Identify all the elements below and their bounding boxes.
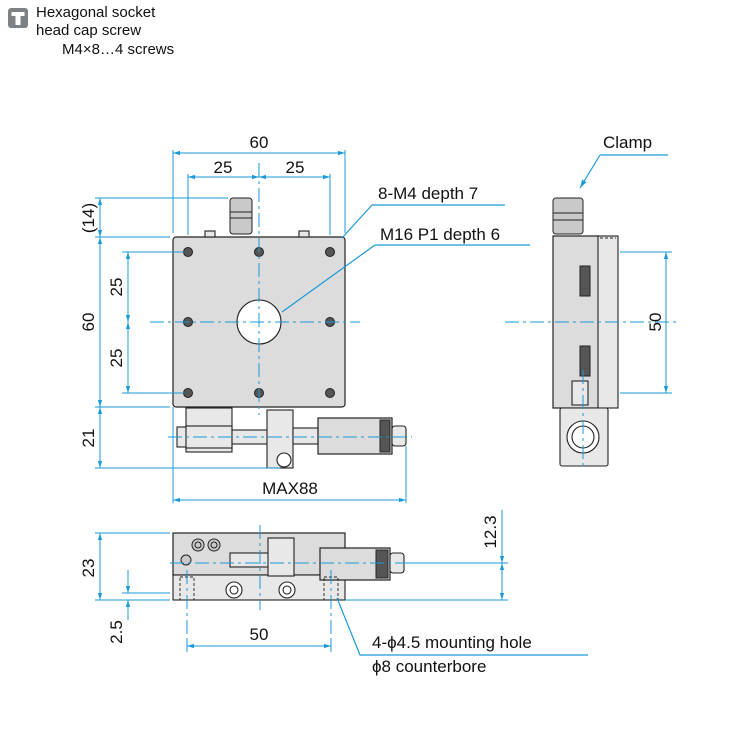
dim-knob-14: (14)	[79, 203, 98, 233]
label-center-thread: M16 P1 depth 6	[380, 225, 500, 244]
legend-line-3: M4×8…4 screws	[62, 41, 175, 58]
front-stage-base	[172, 574, 346, 601]
dim-max-88: MAX88	[262, 479, 318, 498]
leader-mounting-hole	[336, 597, 588, 656]
leader-center-thread	[281, 244, 376, 313]
side-view	[505, 197, 680, 470]
front-view	[170, 525, 500, 650]
dim-front-50: 50	[250, 625, 269, 644]
leader-clamp	[579, 154, 601, 189]
front-view-dimensions	[95, 510, 508, 652]
legend-line-2: head cap screw	[36, 22, 142, 39]
clamp-screw	[276, 452, 292, 468]
dim-side-50: 50	[646, 313, 665, 332]
dim-front-2-5: 2.5	[107, 620, 126, 644]
knob-screw	[229, 197, 253, 235]
label-tapped-holes: 8-M4 depth 7	[378, 184, 478, 203]
dim-front-12-3: 12.3	[481, 515, 500, 548]
dim-front-23: 23	[79, 559, 98, 578]
top-view	[150, 163, 412, 469]
dim-hole-upper-25: 25	[107, 278, 126, 297]
dim-hole-right-25: 25	[286, 158, 305, 177]
side-knob-screw	[552, 197, 584, 235]
dim-hole-lower-25: 25	[107, 349, 126, 368]
legend-line-1: Hexagonal socket	[36, 4, 156, 21]
label-mounting-hole: 4-ϕ4.5 mounting hole	[372, 633, 532, 652]
dim-width-60: 60	[250, 133, 269, 152]
hex-socket-screw-icon	[8, 8, 28, 28]
dim-micrometer-21: 21	[79, 429, 98, 448]
top-view-dimensions	[95, 150, 407, 503]
dim-hole-left-25: 25	[214, 158, 233, 177]
dim-height-60: 60	[79, 313, 98, 332]
label-clamp: Clamp	[603, 133, 652, 152]
side-view-dimensions	[620, 251, 672, 394]
leader-tapped-holes	[341, 204, 373, 239]
label-counterbore: ϕ8 counterbore	[372, 657, 486, 676]
